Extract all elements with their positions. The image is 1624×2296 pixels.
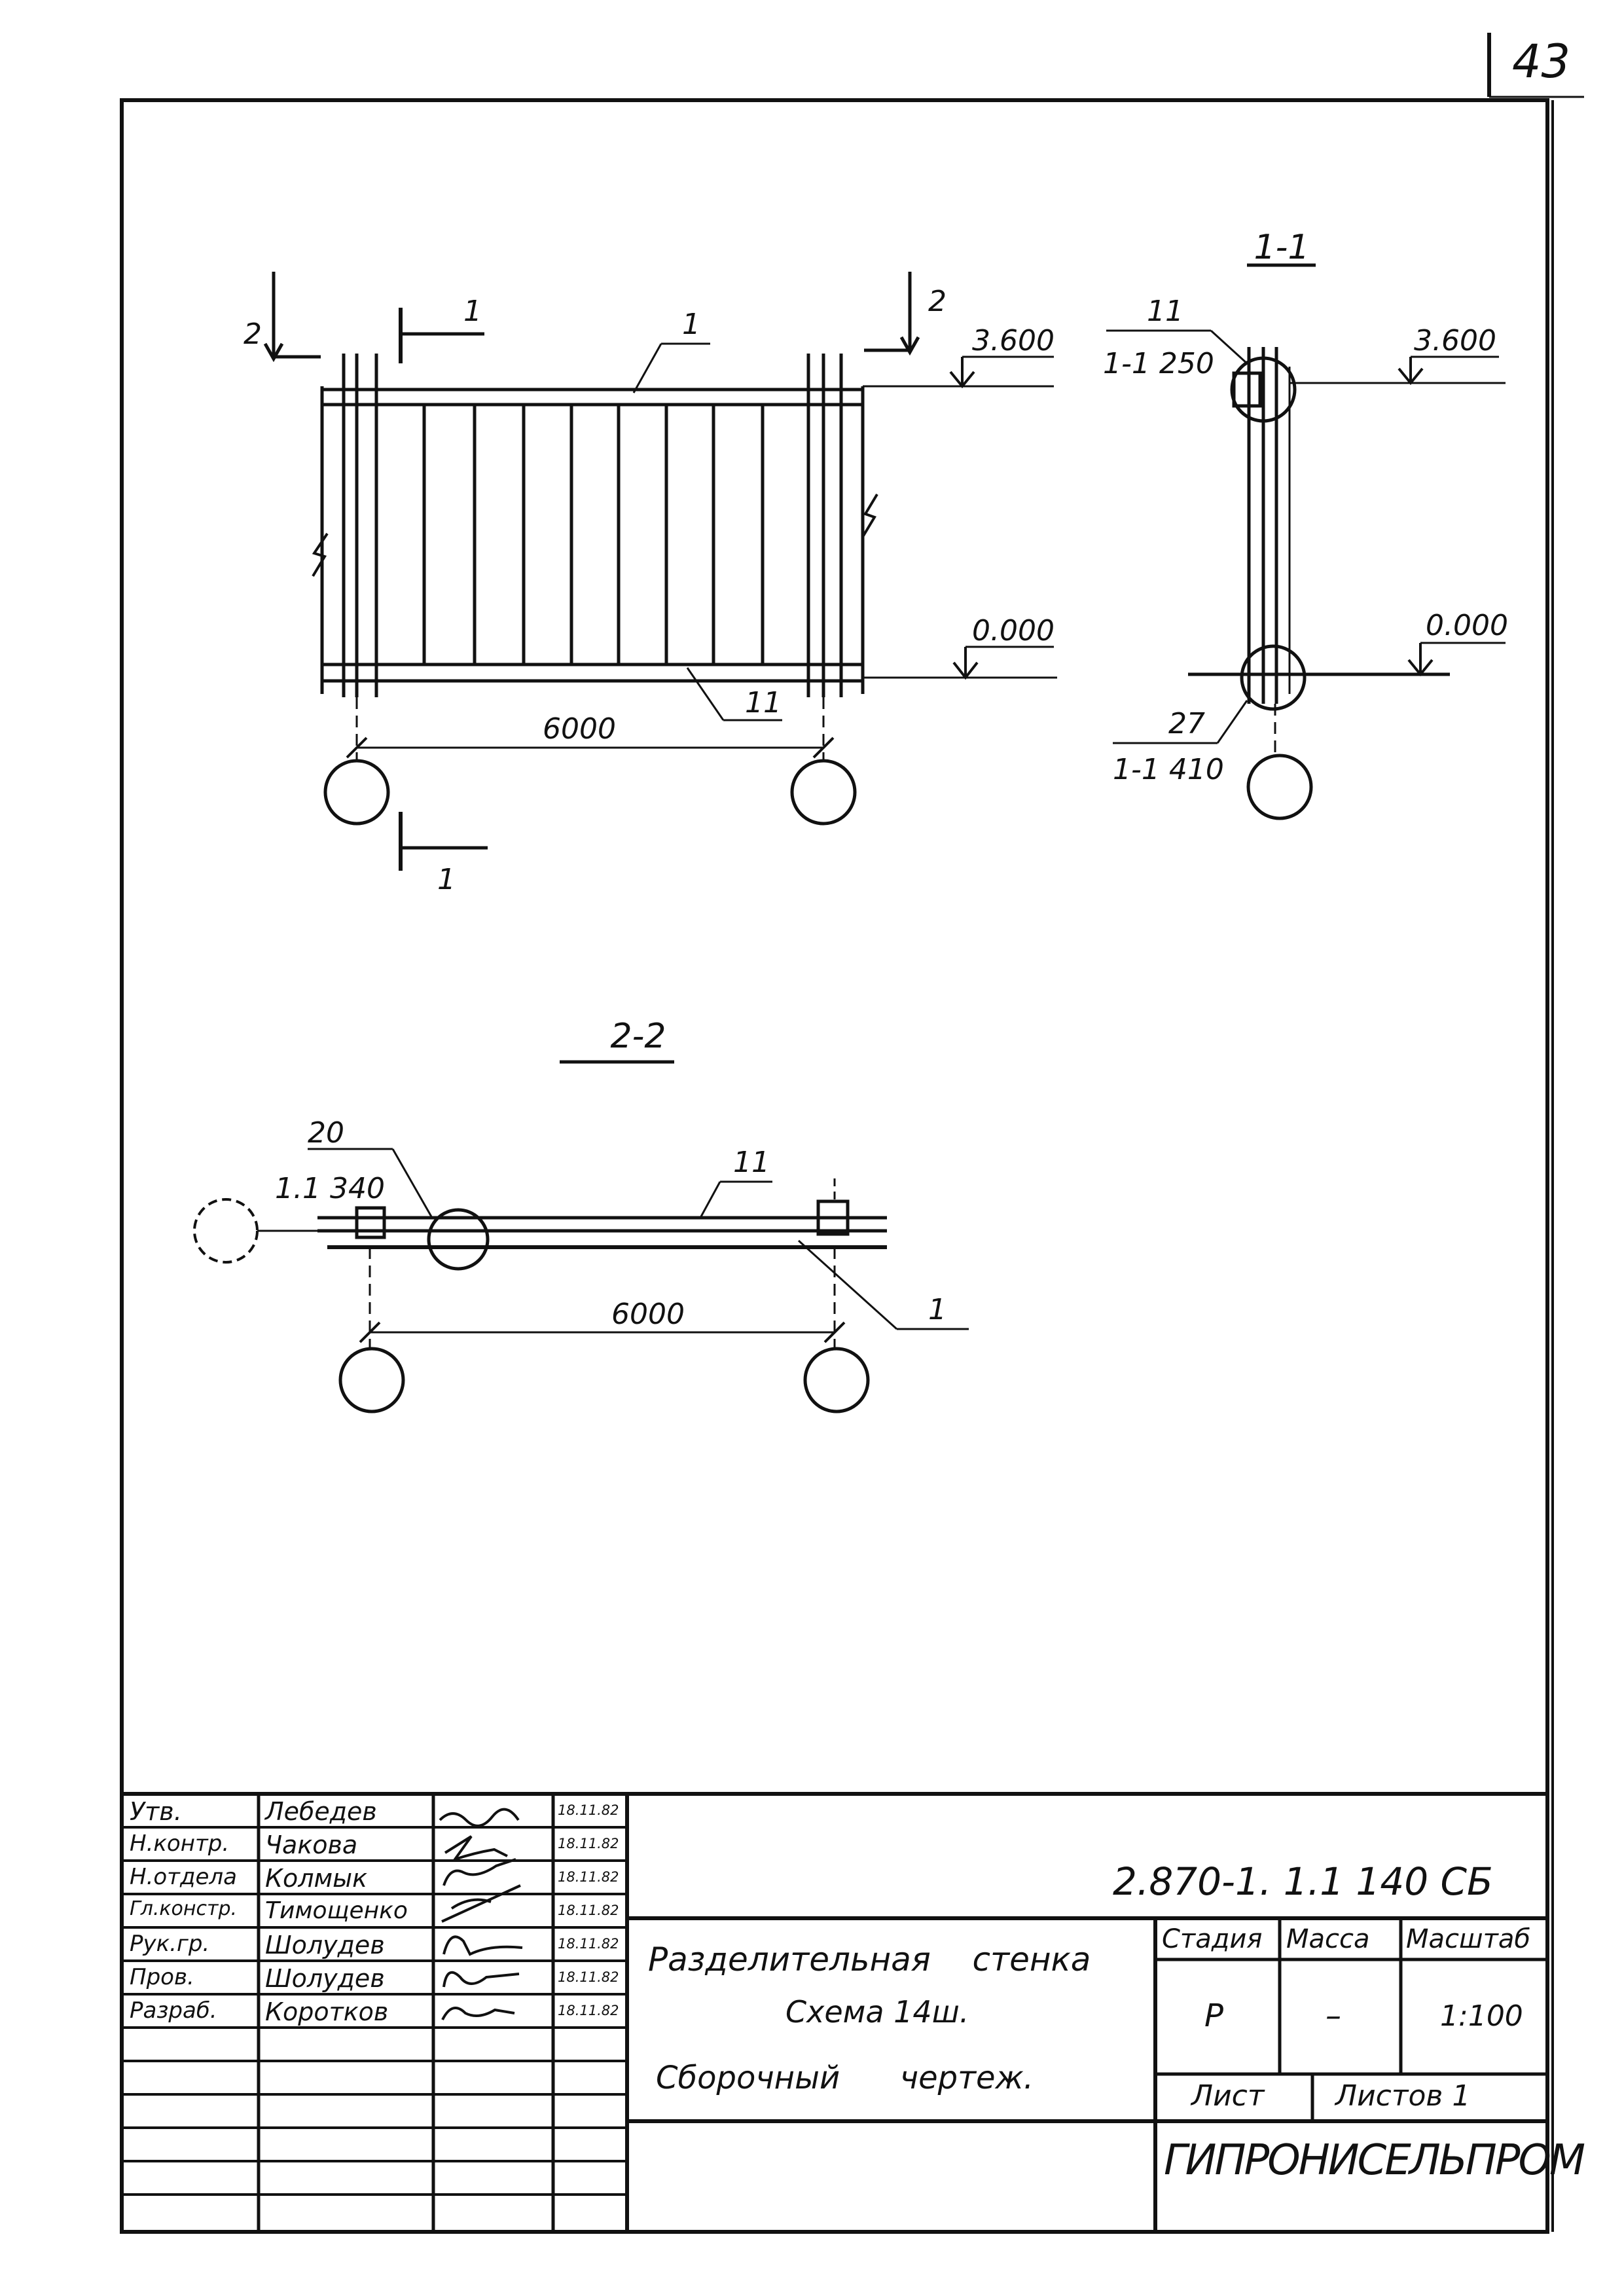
sig-role-5: Рук.гр. (130, 1931, 210, 1957)
cut-mark-1-top: 1 (463, 295, 482, 328)
elevation-dimension: 6000 (543, 712, 616, 746)
section-1-1-title: 1-1 (1254, 228, 1310, 267)
sig-role-2: Н.контр. (130, 1831, 230, 1857)
signature-mark-2 (444, 1835, 508, 1862)
sig-name-7: Коротков (265, 1997, 389, 2026)
sig-role-7: Разраб. (130, 1997, 217, 2024)
elevation-pos-bottom: 11 (745, 686, 782, 720)
sheet-number: 43 (1512, 35, 1570, 88)
signature-mark-1 (439, 1808, 520, 1827)
sig-name-4: Тимощенко (265, 1897, 408, 1924)
section-2-2-pos-right: 1 (928, 1293, 947, 1326)
elevation-view: 6000 1 1 2 2 3.600 0.000 1 11 (244, 272, 1057, 896)
sig-role-6: Пров. (130, 1964, 194, 1990)
section-1-1-callout-top-ref: 1-1 250 (1103, 347, 1214, 380)
section-1-1-elev-bottom: 0.000 (1426, 609, 1508, 642)
signature-mark-5 (442, 1935, 523, 1956)
sig-name-1: Лебедев (265, 1797, 377, 1826)
section-1-1-callout-bottom-ref: 1-1 410 (1113, 753, 1224, 786)
mass-label: Масса (1286, 1924, 1370, 1954)
drawing-title-line-3: Сборочный чертеж. (656, 2060, 1034, 2096)
sheet-label: Лист (1191, 2079, 1265, 2113)
scale-value: 1:100 (1440, 1999, 1523, 2033)
sig-role-3: Н.отдела (130, 1864, 237, 1890)
sig-name-3: Колмык (265, 1864, 368, 1893)
section-2-2-title: 2-2 (611, 1017, 666, 1056)
cut-mark-1-bottom: 1 (437, 863, 456, 896)
section-2-2-pos-top: 11 (733, 1146, 770, 1179)
title-block-grid (122, 1792, 1547, 2232)
section-1-1-callout-top-num: 11 (1147, 295, 1183, 328)
sig-date-6: 18.11.82 (558, 1969, 619, 1985)
sheets-label: Листов 1 (1335, 2079, 1471, 2113)
sig-name-6: Шолудев (265, 1964, 385, 1993)
section-1-1-callout-bottom-num: 27 (1168, 707, 1205, 740)
elevation-pos-top: 1 (682, 308, 700, 341)
sig-date-7: 18.11.82 (558, 2003, 619, 2018)
section-2-2-callout-num: 20 (308, 1116, 344, 1150)
signature-mark-6 (442, 1971, 520, 1988)
section-2-2-dimension: 6000 (611, 1298, 685, 1331)
sig-date-5: 18.11.82 (558, 1936, 619, 1952)
stage-label: Стадия (1162, 1924, 1263, 1954)
mass-value: – (1326, 1997, 1341, 2034)
signature-mark-7 (441, 2007, 515, 2020)
stage-value: Р (1204, 1997, 1223, 2034)
sig-date-1: 18.11.82 (558, 1802, 619, 1818)
section-2-2: 2-2 6000 20 1.1 340 11 1 (193, 1017, 969, 1413)
cut-mark-2-right: 2 (928, 285, 947, 318)
drawing-frame (120, 98, 1549, 2234)
elevation-top-mark: 3.600 (972, 324, 1055, 357)
signature-mark-4 (441, 1884, 521, 1923)
signature-mark-3 (442, 1858, 516, 1886)
elevation-bottom-mark: 0.000 (972, 614, 1055, 647)
drawing-title-line-1: Разделительная стенка (648, 1941, 1091, 1978)
sig-name-2: Чакова (265, 1831, 358, 1859)
sig-name-5: Шолудев (265, 1931, 385, 1959)
signatures (439, 1808, 523, 2020)
sig-date-4: 18.11.82 (558, 1903, 619, 1918)
section-1-1-elev-top: 3.600 (1414, 324, 1496, 357)
section-1-1: 1-1 11 1-1 250 27 1-1 410 3.600 0.000 (1103, 228, 1508, 820)
organization-name: ГИПРОНИСЕЛЬПРОМ (1164, 2136, 1585, 2185)
document-code: 2.870-1. 1.1 140 СБ (1113, 1859, 1493, 1904)
drawing-title-line-2: Схема 14ш. (785, 1994, 969, 2030)
sig-role-4: Гл.констр. (130, 1897, 238, 1920)
cut-mark-2-left: 2 (244, 318, 262, 351)
scale-label: Масштаб (1406, 1924, 1531, 1954)
sig-role-1: Утв. (130, 1797, 182, 1826)
sig-date-3: 18.11.82 (558, 1869, 619, 1885)
sig-date-2: 18.11.82 (558, 1836, 619, 1851)
section-2-2-callout-ref: 1.1 340 (275, 1172, 385, 1205)
